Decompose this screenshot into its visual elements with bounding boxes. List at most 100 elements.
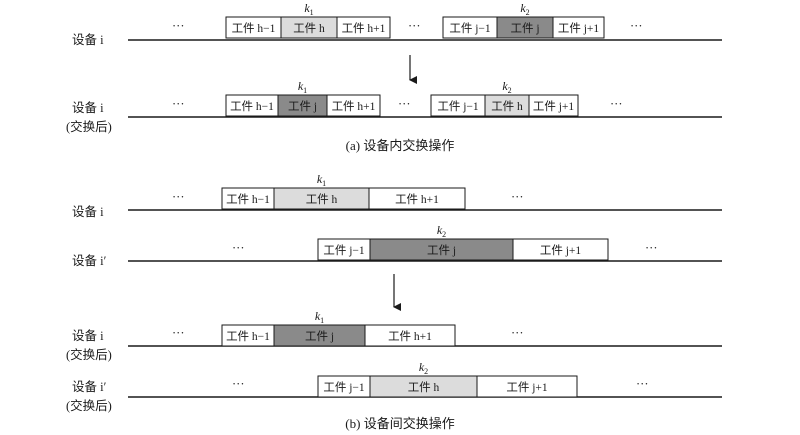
part-a: 设备 i ··· ··· ··· 工件 h−1 工件 h k1 工件 h+1 工件 j−… <box>66 1 722 153</box>
job-block: 工件 h−1 <box>221 187 275 210</box>
position-marker-k1: k1 <box>298 79 307 95</box>
job-block-label: 工件 j−1 <box>323 243 365 257</box>
job-block: 工件 h−1 <box>225 16 282 39</box>
job-block: 工件 j−1 <box>430 94 486 117</box>
job-block-label: 工件 h+1 <box>342 21 386 35</box>
job-block-rect <box>476 375 578 398</box>
job-block: 工件 j k2 <box>496 1 554 39</box>
job-block: 工件 h k2 <box>484 79 530 117</box>
job-block: 工件 h k1 <box>273 172 370 210</box>
job-block: 工件 h+1 <box>368 187 466 210</box>
job-block-label: 工件 j−1 <box>323 380 365 394</box>
job-block: 工件 j+1 <box>512 238 609 261</box>
job-block-rect <box>336 16 391 39</box>
position-marker-k1: k1 <box>304 1 313 17</box>
ellipsis: ··· <box>398 97 411 111</box>
job-block: 工件 j−1 <box>317 375 371 398</box>
job-block-label: 工件 h+1 <box>388 329 432 343</box>
ellipsis: ··· <box>232 377 245 391</box>
job-block-label: 工件 h+1 <box>395 192 439 206</box>
job-block-label: 工件 j <box>305 329 334 343</box>
position-marker-k1: k1 <box>317 172 326 188</box>
job-block: 工件 j+1 <box>528 94 579 117</box>
row-b0: 设备 i ··· ··· 工件 h−1 工件 h k1 工件 h+1 <box>72 172 722 219</box>
job-block: 工件 j+1 <box>552 16 605 39</box>
job-block-rect <box>364 324 456 347</box>
job-block-label: 工件 j+1 <box>533 99 575 113</box>
row-label: 设备 i <box>72 32 104 47</box>
ellipsis: ··· <box>172 19 185 33</box>
job-block: 工件 j k1 <box>277 79 328 117</box>
ellipsis: ··· <box>172 190 185 204</box>
row-label: 设备 i <box>72 100 104 115</box>
ellipsis: ··· <box>172 326 185 340</box>
job-block-label: 工件 h <box>306 192 338 206</box>
job-block: 工件 h−1 <box>221 324 275 347</box>
job-block-label: 工件 j−1 <box>437 99 479 113</box>
job-block: 工件 h+1 <box>364 324 456 347</box>
row-label: 设备 i′ <box>72 379 107 394</box>
job-block-label: 工件 j+1 <box>540 243 582 257</box>
job-block-label: 工件 h−1 <box>232 21 276 35</box>
job-block-rect <box>552 16 605 39</box>
ellipsis: ··· <box>636 377 649 391</box>
row-label: 设备 i <box>72 204 104 219</box>
row-label-sub: (交换后) <box>66 398 112 413</box>
part-b: 设备 i ··· ··· 工件 h−1 工件 h k1 工件 h+1 设备 i′ ··… <box>66 172 722 431</box>
ellipsis: ··· <box>511 326 524 340</box>
job-blocks: 工件 h−1 工件 h k1 工件 h+1 <box>221 172 466 210</box>
row-label: 设备 i <box>72 328 104 343</box>
job-block-rect <box>326 94 381 117</box>
job-block: 工件 j k2 <box>369 223 514 261</box>
ellipsis: ··· <box>232 241 245 255</box>
ellipsis: ··· <box>511 190 524 204</box>
row-label-sub: (交换后) <box>66 119 112 134</box>
job-block-label: 工件 j−1 <box>449 21 491 35</box>
job-blocks: 工件 h−1 工件 h k1 工件 h+1 工件 j−1 工件 j k2 工件 j+1 <box>225 1 605 39</box>
row-label: 设备 i′ <box>72 253 107 268</box>
job-block-label: 工件 j+1 <box>506 380 548 394</box>
job-blocks: 工件 j−1 工件 j k2 工件 j+1 <box>317 223 609 261</box>
row-b3: 设备 i′ (交换后) ··· ··· 工件 j−1 工件 hk2 工件 j+1 <box>66 360 722 413</box>
ellipsis: ··· <box>645 241 658 255</box>
job-block-rect <box>368 187 466 210</box>
job-block-label: 工件 j <box>427 243 456 257</box>
ellipsis: ··· <box>610 97 623 111</box>
row-label-sub: (交换后) <box>66 347 112 362</box>
row-b1: 设备 i′ ··· ··· 工件 j−1 工件 j k2 工件 j+1 <box>72 223 722 268</box>
job-block-label: 工件 h−1 <box>230 99 274 113</box>
job-blocks: 工件 h−1 工件 j k1 工件 h+1 工件 j−1 工件 h k2 工件 j+1 <box>225 79 579 117</box>
job-block: 工件 h k1 <box>280 1 338 39</box>
job-block-label: 工件 h <box>408 380 440 394</box>
job-block-label: 工件 j+1 <box>558 21 600 35</box>
job-block: 工件 h−1 <box>225 94 279 117</box>
position-marker-k2: k2 <box>502 79 511 95</box>
caption-a: (a) 设备内交换操作 <box>346 138 455 153</box>
job-block: 工件 hk2 <box>369 360 478 398</box>
job-block: 工件 h+1 <box>326 94 381 117</box>
job-block: 工件 jk1 <box>273 309 366 347</box>
job-block-rect <box>512 238 609 261</box>
job-blocks: 工件 j−1 工件 hk2 工件 j+1 <box>317 360 578 398</box>
job-block: 工件 h+1 <box>336 16 391 39</box>
job-block: 工件 j+1 <box>476 375 578 398</box>
row-a0: 设备 i ··· ··· ··· 工件 h−1 工件 h k1 工件 h+1 工件 j−… <box>72 1 722 47</box>
job-block: 工件 j−1 <box>442 16 498 39</box>
job-block-label: 工件 h <box>491 99 523 113</box>
ellipsis: ··· <box>630 19 643 33</box>
job-block-label: 工件 j <box>288 99 317 113</box>
ellipsis: ··· <box>172 97 185 111</box>
job-block-label: 工件 h−1 <box>226 329 270 343</box>
position-marker-k2: k2 <box>437 223 446 239</box>
job-block-label: 工件 h−1 <box>226 192 270 206</box>
job-block-label: 工件 h <box>293 21 325 35</box>
job-block: 工件 j−1 <box>317 238 371 261</box>
position-marker-k2: k2 <box>520 1 529 17</box>
job-block-label: 工件 h+1 <box>332 99 376 113</box>
job-block-label: 工件 j <box>510 21 539 35</box>
ellipsis: ··· <box>408 19 421 33</box>
caption-b: (b) 设备间交换操作 <box>345 416 454 431</box>
